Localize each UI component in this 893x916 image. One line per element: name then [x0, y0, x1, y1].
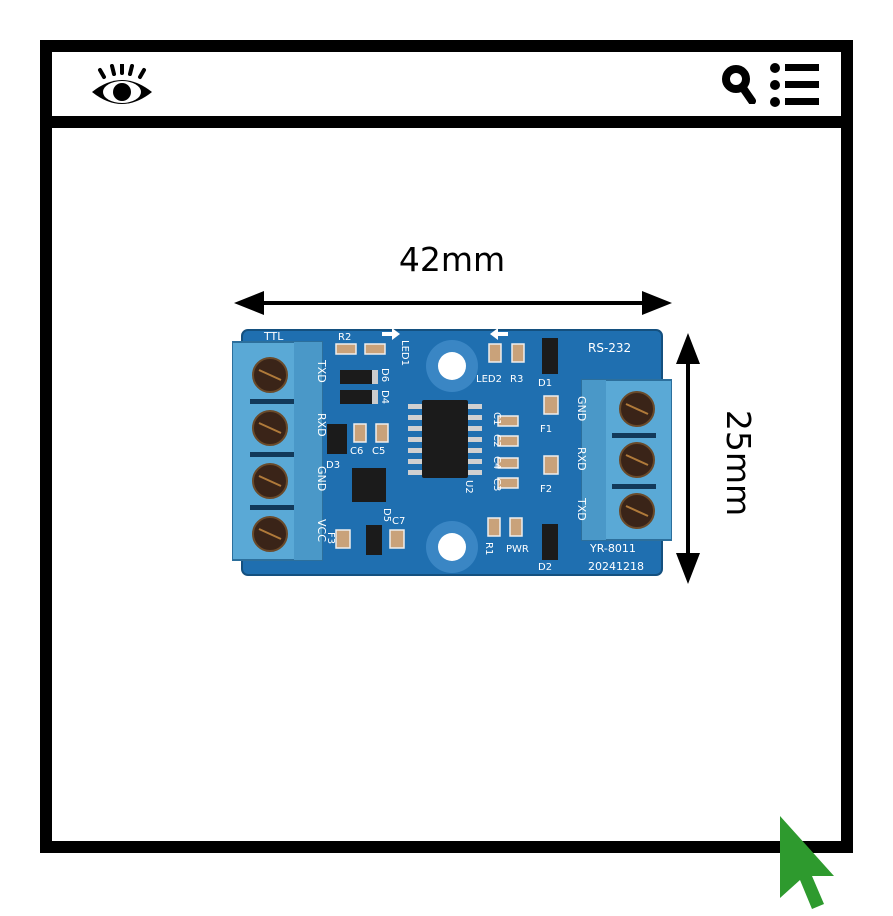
- label-c3: C3: [491, 478, 502, 491]
- label-r1: R1: [483, 542, 494, 555]
- image-viewer: 42mm 25mm: [52, 128, 841, 841]
- label-pwr: PWR: [506, 544, 529, 555]
- label-f1: F1: [540, 424, 552, 435]
- model-label: YR-8011: [589, 542, 636, 555]
- label-r2: R2: [338, 332, 351, 343]
- rs232-header-label: RS-232: [588, 341, 631, 355]
- pin-label-gnd-right: GND: [575, 396, 588, 421]
- label-led2: LED2: [476, 374, 502, 385]
- label-d2: D2: [538, 562, 552, 573]
- height-dimension-label: 25mm: [719, 409, 758, 517]
- pin-label-txd-left: TXD: [315, 359, 328, 383]
- label-c4: C4: [491, 456, 502, 469]
- eye-icon[interactable]: [90, 64, 154, 108]
- dimension-arrows: [234, 291, 700, 584]
- browser-window: 42mm 25mm: [40, 40, 853, 853]
- label-f3: F3: [325, 532, 336, 544]
- width-dimension-label: 42mm: [398, 240, 506, 279]
- label-d1: D1: [538, 378, 552, 389]
- label-c1: C1: [491, 412, 502, 425]
- pin-label-rxd-right: RXD: [575, 447, 588, 471]
- label-d4: D4: [379, 390, 390, 404]
- label-r3: R3: [510, 374, 523, 385]
- label-d6: D6: [379, 368, 390, 382]
- ttl-header-label: TTL: [263, 330, 284, 343]
- pin-label-txd-right: TXD: [575, 497, 588, 521]
- label-c2: C2: [491, 434, 502, 447]
- label-c7: C7: [392, 516, 405, 527]
- label-d5: D5: [381, 508, 392, 522]
- pin-label-vcc-left: VCC: [315, 519, 328, 542]
- label-u2: U2: [463, 480, 474, 494]
- label-d3: D3: [326, 460, 340, 471]
- toolbar: [52, 52, 841, 128]
- label-c6: C6: [350, 446, 363, 457]
- label-c5: C5: [372, 446, 385, 457]
- list-menu-icon[interactable]: [769, 62, 821, 108]
- pcb-module-photo: TTL RS-232 YR-8011 20241218 TXD RXD GND …: [232, 328, 672, 576]
- search-icon[interactable]: [721, 64, 757, 104]
- pin-label-rxd-left: RXD: [315, 413, 328, 437]
- cursor-arrow-icon: [780, 816, 834, 909]
- pin-label-gnd-left: GND: [315, 466, 328, 491]
- label-led1: LED1: [399, 340, 410, 366]
- label-f2: F2: [540, 484, 552, 495]
- date-code-label: 20241218: [588, 560, 644, 573]
